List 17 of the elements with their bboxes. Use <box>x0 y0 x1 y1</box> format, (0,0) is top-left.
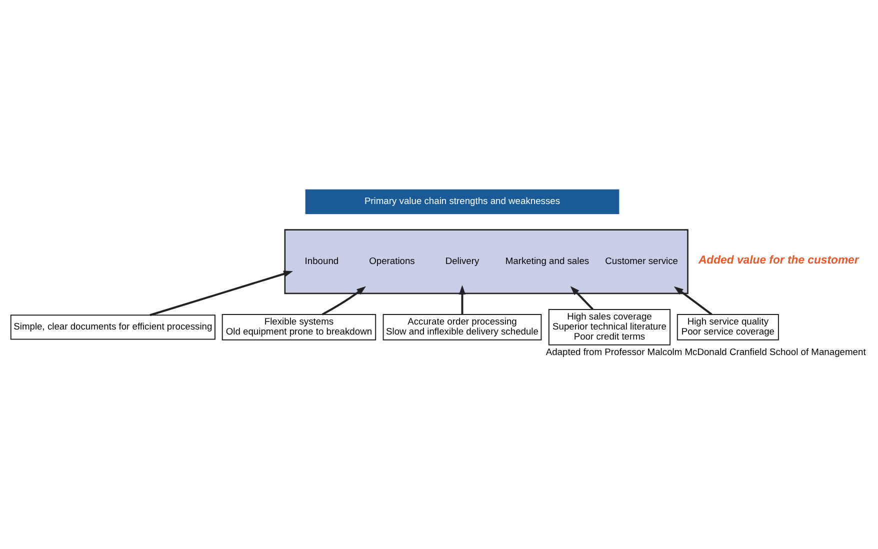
node-text: Inbound <box>304 256 339 266</box>
label: Added value for the customer <box>698 254 859 266</box>
arrow <box>150 270 293 316</box>
node-box: Accurate order processing Slow and inflexible delivery schedule <box>382 313 542 340</box>
node-box: High sales coverage Superior technical literature Poor credit terms <box>548 308 671 345</box>
arrow <box>570 286 594 310</box>
node-box: Primary value chain strengths and weaknesses <box>305 188 620 214</box>
node-text: Customer service <box>605 256 678 266</box>
arrow <box>458 284 466 314</box>
node-text: Marketing and sales <box>505 256 590 266</box>
node-text: Operations <box>369 256 415 266</box>
node-box: Simple, clear documents for efficient processing <box>10 314 216 340</box>
node-box: High service quality Poor service coverage <box>676 313 779 340</box>
arrow <box>674 286 712 315</box>
caption: Adapted from Professor Malcolm McDonald Cranfield School of Management <box>546 346 866 357</box>
node-text: Delivery <box>445 256 480 266</box>
node-box: Flexible systems Old equipment prone to breakdown <box>222 313 376 340</box>
